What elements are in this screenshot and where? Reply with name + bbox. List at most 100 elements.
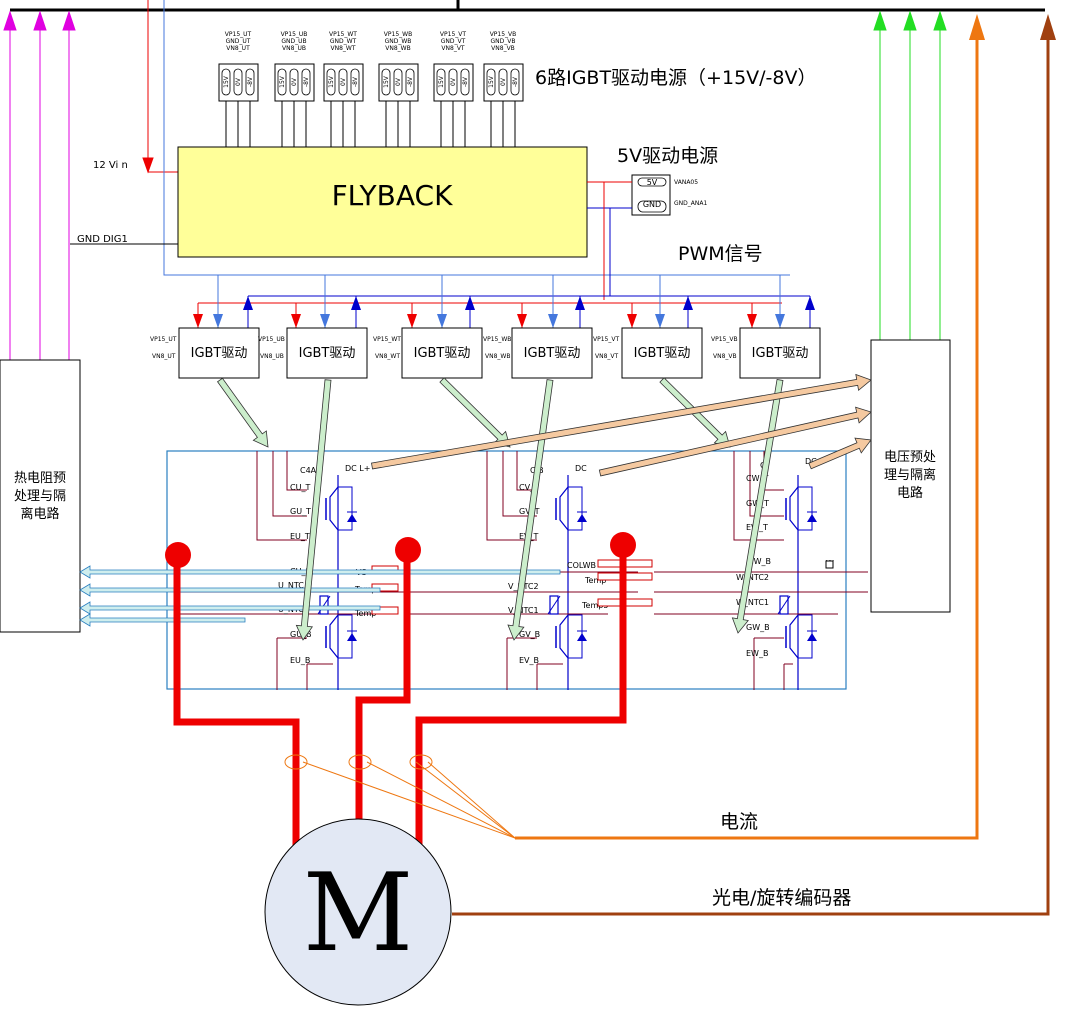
pwm-red-arrow-head xyxy=(627,314,637,328)
thermistor-return-arrow xyxy=(79,565,561,579)
driver-output-arrow xyxy=(295,379,332,641)
pwm-red-arrow-head xyxy=(407,314,417,328)
pwm-up-arrow xyxy=(805,296,815,310)
voltage-line-3: 电路 xyxy=(897,485,923,501)
module-pin-label: GW_B xyxy=(746,623,770,632)
connector-label: VP15_WT xyxy=(329,31,357,38)
current-label: 电流 xyxy=(720,811,758,833)
igbt-driver-pin-top: VP15_UT xyxy=(150,336,177,343)
connector-label: GND_UT xyxy=(226,38,251,45)
connector-label: VN8_VB xyxy=(491,45,515,52)
igbt-driver-label: IGBT驱动 xyxy=(634,346,691,361)
connector-label: VP15_UB xyxy=(281,31,308,38)
phase-v-node xyxy=(395,537,421,563)
voltage-line-2: 理与隔离 xyxy=(884,467,936,483)
connector-label: VN8_WB xyxy=(385,45,410,52)
connector-pin-label: -8V xyxy=(247,76,254,87)
pwm-up-arrow xyxy=(683,296,693,310)
connector-pin-label: -8V xyxy=(303,76,310,87)
voltage-signal-lines xyxy=(873,10,947,340)
pwm-red-arrow-head xyxy=(747,314,757,328)
module-pin-label: EU_T xyxy=(290,532,310,541)
connector-label: VP15_UT xyxy=(225,31,252,38)
igbt-driver-label: IGBT驱动 xyxy=(191,346,248,361)
connector-label: VP15_WB xyxy=(384,31,412,38)
module-pin-label: GU_T xyxy=(290,507,311,516)
module-pin-label: Temp5 xyxy=(581,601,608,610)
igbt-driver-pin-bot: VN8_WB xyxy=(485,353,510,360)
igbt-driver-5: IGBT驱动 VP15_VT VN8_VT xyxy=(593,327,703,379)
pwm-blue-arrow-head xyxy=(213,314,223,328)
phase-w-node xyxy=(610,532,636,558)
connector-pin-label: -8V xyxy=(462,76,469,87)
voltage-sense-arrow xyxy=(371,373,872,470)
module-pin-label: CW_T xyxy=(746,474,768,483)
driver-output-arrow xyxy=(507,379,554,641)
module-pin-label: COLWB xyxy=(567,561,596,570)
connector-label: GND_VT xyxy=(441,38,466,45)
driver-output-arrow xyxy=(731,379,784,634)
pwm-red-arrow-head xyxy=(517,314,527,328)
igbt-driver-label: IGBT驱动 xyxy=(414,346,471,361)
module-pin-label: EW_B xyxy=(746,649,768,658)
drive-5v-pin-gnd: GND xyxy=(643,200,661,209)
connector-label: VN8_UT xyxy=(226,45,250,52)
vin-line xyxy=(142,0,178,174)
igbt-driver-pin-top: VP15_UB xyxy=(258,336,285,343)
module-pin-label: EV_B xyxy=(519,656,539,665)
connector-pin-label: 0V xyxy=(291,77,298,86)
vin-label: 12 Vi n xyxy=(93,160,128,171)
voltage-sense-arrow xyxy=(808,437,872,470)
igbt-driver-2: IGBT驱动 VP15_UB VN8_UB xyxy=(258,327,368,379)
igbt-driver-pin-top: VP15_VT xyxy=(593,336,619,343)
driver-output-arrow xyxy=(217,377,269,448)
module-pin-label: DC L+ xyxy=(345,464,370,473)
module-pin-label: DC xyxy=(575,464,587,473)
module-pin-label: U_NTC xyxy=(278,581,304,590)
pwm-up-arrow xyxy=(351,296,361,310)
thermistor-return-arrow xyxy=(79,613,246,627)
igbt-driver-label: IGBT驱动 xyxy=(299,346,356,361)
connector-label: VN8_VT xyxy=(441,45,465,52)
module-pin-label: Temp xyxy=(584,576,606,585)
igbt-driver-pin-bot: VN8_VB xyxy=(713,353,737,360)
thermistor-box xyxy=(0,359,81,633)
connector-pin-label: 15V xyxy=(279,75,286,88)
pwm-red-arrow-head xyxy=(291,314,301,328)
pwm-blue-arrow-head xyxy=(437,314,447,328)
module-pin-label: CV_T xyxy=(519,483,539,492)
connector-pin-label: 15V xyxy=(223,75,230,88)
connector-pin-label: 0V xyxy=(395,77,402,86)
current-sensors xyxy=(284,754,516,839)
driver-power-title: 6路IGBT驱动电源（+15V/-8V） xyxy=(535,67,817,89)
igbt-driver-pin-top: VP15_WT xyxy=(373,336,401,343)
driver-output-arrow xyxy=(439,377,511,448)
connector-pin-label: 15V xyxy=(488,75,495,88)
igbt-driver-pin-bot: VN8_WT xyxy=(375,353,400,360)
connector-pin-label: 0V xyxy=(340,77,347,86)
connector-pin-label: -8V xyxy=(512,76,519,87)
connector-label: VP15_VT xyxy=(440,31,466,38)
module-pin-label: V_NTC1 xyxy=(508,606,539,615)
drive-5v-pin-5v: 5V xyxy=(647,178,658,187)
connector-pin-label: 0V xyxy=(235,77,242,86)
flyback-label: FLYBACK xyxy=(332,179,454,212)
connector-pin-label: -8V xyxy=(407,76,414,87)
connector-label: VN8_UB xyxy=(282,45,306,52)
igbt-driver-pin-bot: VN8_UB xyxy=(260,353,284,360)
module-pin-label: GV_B xyxy=(519,630,540,639)
module-pin-label: C4A xyxy=(300,466,317,475)
igbt-driver-pin-bot: VN8_VT xyxy=(595,353,619,360)
motor-label: M xyxy=(303,851,414,976)
igbt-driver-pin-top: VP15_WB xyxy=(483,336,511,343)
module-pin-label: CU_T xyxy=(290,483,310,492)
